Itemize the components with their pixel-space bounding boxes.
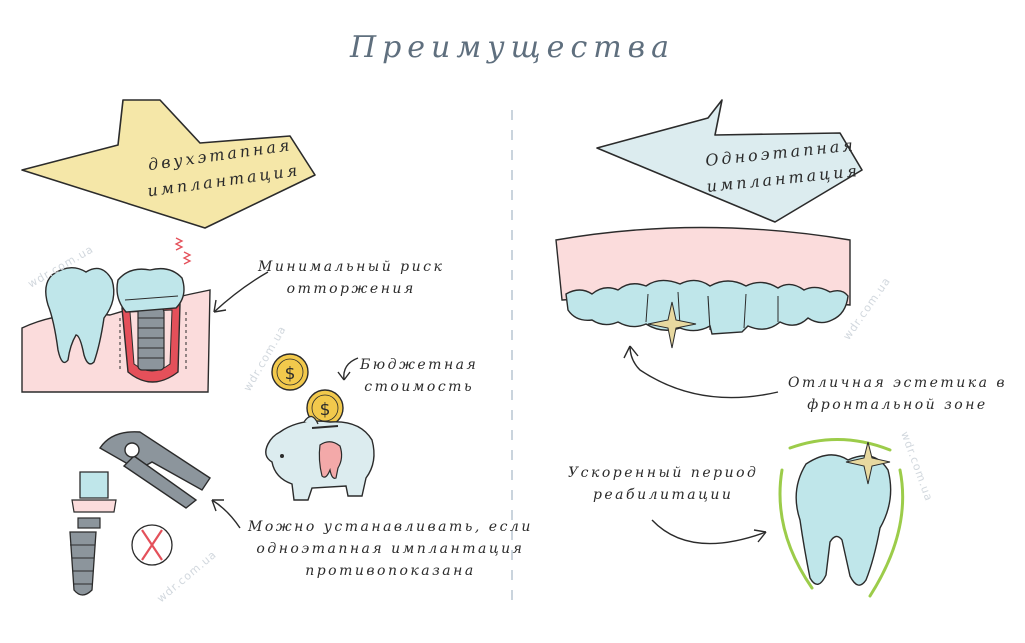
coin-symbol: $ [320, 400, 331, 420]
benefit-contraindication-line1: Можно устанавливать, если [248, 519, 533, 535]
tooth-implant-illustration [21, 237, 211, 393]
natural-tooth [45, 267, 115, 365]
benefit-contraindication-line2: одноэтапная имплантация [256, 541, 525, 557]
page-title: Преимущества [349, 30, 676, 65]
implant-with-crown-icon [69, 471, 117, 596]
pointer-arrow-aesthetic [629, 345, 779, 399]
benefit-aesthetic: Отличная эстетика в фронтальной зоне [788, 372, 1007, 416]
benefit-min-risk: Минимальный риск отторжения [258, 256, 444, 300]
piggy-tooth [318, 441, 343, 479]
crown [116, 267, 185, 313]
coin-icon [271, 353, 309, 391]
rejected-tooth-icon [131, 524, 173, 566]
sparkle-icon [647, 301, 697, 349]
sparkle-icon [845, 441, 891, 485]
front-teeth-illustration [555, 226, 851, 335]
benefit-budget-line2: стоимость [364, 379, 475, 395]
benefit-budget: Бюджетная стоимость [360, 354, 478, 398]
pointer-arrow-budget [343, 357, 359, 381]
healthy-tooth-illustration [778, 437, 905, 598]
pointer-arrow-risk [213, 271, 269, 313]
benefit-aesthetic-line1: Отличная эстетика в [788, 375, 1008, 391]
forceps-icon [99, 431, 211, 509]
benefit-rehab-line1: Ускоренный период [568, 465, 759, 481]
benefit-min-risk-line2: отторжения [286, 281, 416, 297]
benefit-rehab: Ускоренный период реабилитации [568, 462, 758, 506]
benefit-contraindication: Можно устанавливать, если одноэтапная им… [248, 516, 533, 582]
pointer-arrow-contra [211, 499, 241, 529]
benefit-aesthetic-line2: фронтальной зоне [807, 397, 988, 413]
coin-symbol: $ [285, 364, 296, 384]
pointer-arrow-rehab [651, 519, 767, 545]
implant-screw [137, 307, 165, 371]
benefit-contraindication-line3: противопоказана [305, 563, 476, 579]
two-stage-arrow [21, 99, 316, 229]
benefit-min-risk-line1: Минимальный риск [258, 259, 445, 275]
benefit-budget-line1: Бюджетная [360, 357, 479, 373]
benefit-rehab-line2: реабилитации [592, 487, 734, 503]
one-stage-arrow [596, 99, 863, 223]
coin-icon [306, 389, 344, 427]
piggy-bank-icon [265, 415, 375, 501]
